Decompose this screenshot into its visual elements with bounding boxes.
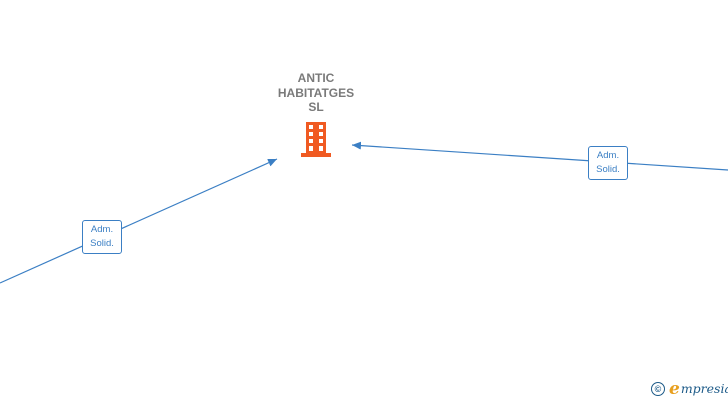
brand-logo-letter: e: [669, 379, 680, 399]
building-icon[interactable]: [301, 122, 331, 157]
company-name-line: SL: [308, 100, 324, 114]
company-name-line: HABITATGES: [277, 85, 355, 100]
company-name[interactable]: ANTIC HABITATGES SL: [256, 71, 376, 115]
company-name-line: ANTIC: [297, 71, 335, 85]
relation-label-right[interactable]: Adm. Solid.: [588, 146, 628, 180]
relation-edge-left[interactable]: [0, 158, 278, 284]
relation-label-left[interactable]: Adm. Solid.: [82, 220, 122, 254]
brand-name: mpresia: [680, 381, 728, 396]
relation-label-line: Solid.: [596, 164, 620, 175]
relation-label-line: Adm.: [90, 224, 114, 235]
copyright-icon: ©: [651, 382, 665, 396]
brand-watermark: © e mpresia: [651, 380, 728, 398]
relation-label-line: Solid.: [90, 238, 114, 249]
relation-edge-right[interactable]: [351, 141, 728, 171]
relation-label-line: Adm.: [596, 150, 620, 161]
